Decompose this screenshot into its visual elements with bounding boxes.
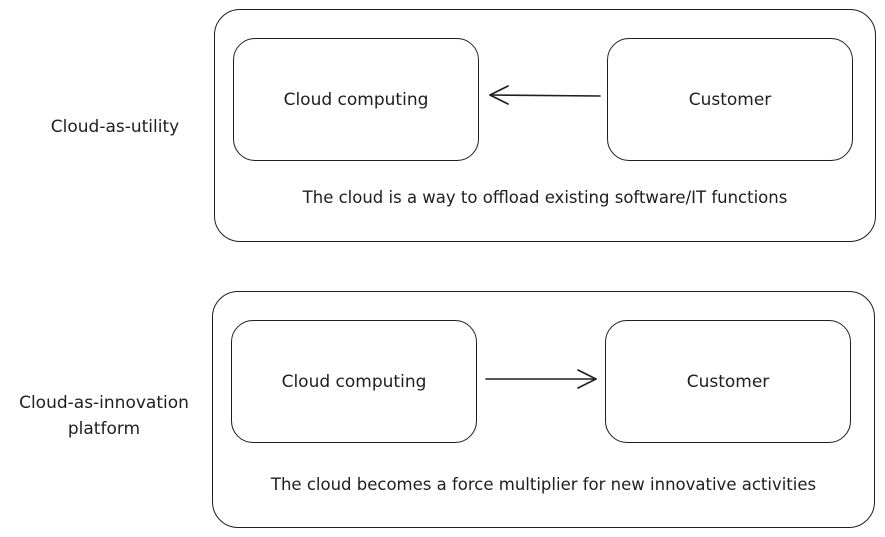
- innovation-arrow: [485, 369, 597, 389]
- innovation-caption: The cloud becomes a force multiplier for…: [270, 475, 817, 494]
- row-label-innovation: Cloud-as-innovation platform: [19, 393, 189, 439]
- innovation-group: [212, 291, 875, 528]
- utility-cloud-computing-label: Cloud computing: [283, 89, 429, 110]
- utility-cloud-computing-node: Cloud computing: [233, 38, 479, 161]
- innovation-cloud-computing-label: Cloud computing: [281, 371, 427, 392]
- utility-caption: The cloud is a way to offload existing s…: [302, 188, 788, 207]
- utility-customer-label: Customer: [688, 89, 772, 110]
- row-label-utility: Cloud-as-utility: [50, 117, 180, 137]
- innovation-cloud-computing-node: Cloud computing: [231, 320, 477, 443]
- innovation-customer-label: Customer: [686, 371, 770, 392]
- utility-customer-node: Customer: [607, 38, 853, 161]
- innovation-customer-node: Customer: [605, 320, 851, 443]
- utility-arrow: [489, 85, 601, 105]
- utility-group: [214, 9, 876, 242]
